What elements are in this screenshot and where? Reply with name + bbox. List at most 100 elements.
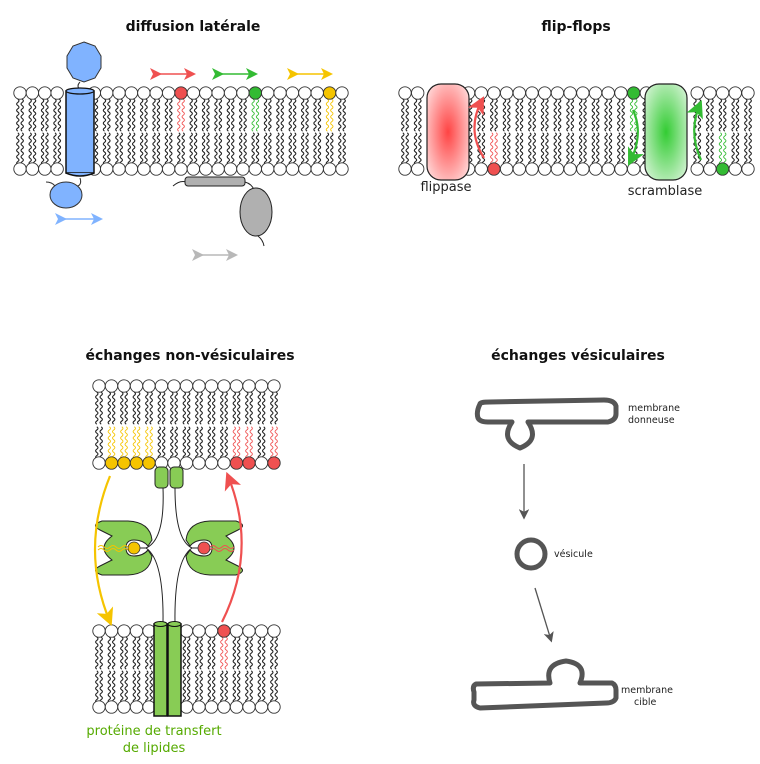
- lipid-head: [703, 86, 717, 100]
- lipid-tail: [107, 426, 111, 460]
- lipid-head: [499, 162, 514, 176]
- lipid-head: [104, 379, 119, 393]
- lipid-tail: [305, 98, 309, 132]
- lipid-tail: [136, 670, 141, 704]
- lipid-tail: [207, 636, 212, 670]
- lipid-head: [92, 624, 106, 638]
- lipid-tail: [218, 98, 223, 132]
- lipid-head: [199, 86, 213, 100]
- lipid-tail: [199, 426, 203, 460]
- lipid-tail: [94, 132, 99, 166]
- lipid-tail: [45, 132, 49, 166]
- lipid-tail: [325, 98, 330, 132]
- lipid-tail: [199, 636, 203, 670]
- yellow-transfer-arrow: [93, 475, 114, 627]
- lipid-tail: [120, 636, 124, 670]
- lipid-head: [211, 162, 225, 176]
- lipid-tail: [115, 132, 119, 166]
- lipid-head: [576, 86, 590, 100]
- lipid-tail: [170, 391, 174, 425]
- scramblase-arrow-down: [628, 109, 644, 166]
- lipid-tail: [189, 132, 193, 166]
- lipid-head: [601, 162, 615, 176]
- lipid-tail: [280, 98, 285, 132]
- lipid-tail: [40, 132, 45, 166]
- lipid-tail: [201, 132, 206, 166]
- lipid-tail: [107, 670, 112, 704]
- lipid-tail: [152, 132, 156, 166]
- lipid-head: [174, 162, 188, 176]
- lipid-tail: [145, 426, 149, 460]
- lipid-tail: [507, 132, 511, 166]
- lipid-tail: [112, 426, 116, 460]
- lipid-head: [411, 86, 425, 100]
- lipid-head: [588, 162, 603, 176]
- lipid-tail: [245, 391, 249, 425]
- lipid-tail: [214, 98, 218, 132]
- lipid-head: [741, 162, 755, 176]
- globular-domain: [239, 187, 273, 237]
- lipid-bilayer-donor: [92, 379, 281, 470]
- lipid-tail: [132, 636, 137, 670]
- lipid-tail: [164, 98, 169, 132]
- lipid-head: [179, 456, 194, 470]
- lipid-tail: [629, 98, 634, 132]
- lipid-tail: [604, 98, 608, 132]
- lipid-tail: [28, 98, 32, 132]
- lipid-tail: [515, 132, 519, 166]
- lipid-tail: [232, 636, 237, 670]
- lipid-tail: [211, 426, 216, 460]
- lipid-head: [217, 700, 231, 714]
- lipid-tail: [268, 98, 272, 132]
- lipid-tail: [617, 98, 621, 132]
- lipid-tail: [342, 132, 346, 166]
- lipid-tail: [481, 132, 486, 166]
- lipid-head: [703, 162, 717, 176]
- lipid-tail: [181, 132, 185, 166]
- peripheral-protein: [172, 176, 273, 247]
- lipid-tail: [604, 132, 608, 166]
- lipid-tail: [596, 132, 600, 166]
- lipid-head: [550, 86, 565, 100]
- lipid-head-yellow: [322, 86, 337, 100]
- lipid-tail: [557, 132, 562, 166]
- lipid-tail: [276, 132, 280, 166]
- lipid-head: [229, 700, 244, 714]
- lipid-head: [273, 162, 287, 176]
- lipid-tail: [169, 98, 173, 132]
- lipid-tail: [207, 670, 212, 704]
- lipid-tail: [226, 98, 231, 132]
- lipid-head: [186, 162, 201, 176]
- fusion-arrow: [534, 587, 554, 643]
- lipid-tail: [16, 98, 20, 132]
- lipid-tail: [206, 98, 210, 132]
- lipid-head: [398, 86, 412, 100]
- lipid-tail: [418, 98, 422, 132]
- lipid-tail: [723, 132, 727, 166]
- lipid-tail: [519, 132, 524, 166]
- lipid-head: [627, 162, 641, 176]
- lipid-tail: [132, 670, 137, 704]
- transmembrane-helix-right: [167, 623, 182, 717]
- bound-lipid-red: [197, 541, 211, 555]
- lipid-head: [525, 86, 539, 100]
- lipid-head-red: [487, 162, 501, 176]
- lipid-tail: [748, 132, 752, 166]
- lipid-tail: [144, 98, 148, 132]
- lipid-tail: [494, 98, 498, 132]
- lipid-tail: [744, 98, 748, 132]
- lipid-head: [242, 624, 256, 638]
- lipid-head: [335, 86, 349, 100]
- scramblase-arrow-up: [686, 99, 703, 161]
- lipid-tail: [330, 98, 334, 132]
- lipid-tail: [540, 98, 545, 132]
- lipid-tail: [519, 98, 524, 132]
- lipid-head: [601, 86, 615, 100]
- lipid-tail: [20, 98, 24, 132]
- lipid-tail: [238, 132, 243, 166]
- lipid-tail: [566, 98, 570, 132]
- lipid-tail: [16, 132, 20, 166]
- lipid-head: [525, 162, 539, 176]
- lipid-tail: [119, 132, 124, 166]
